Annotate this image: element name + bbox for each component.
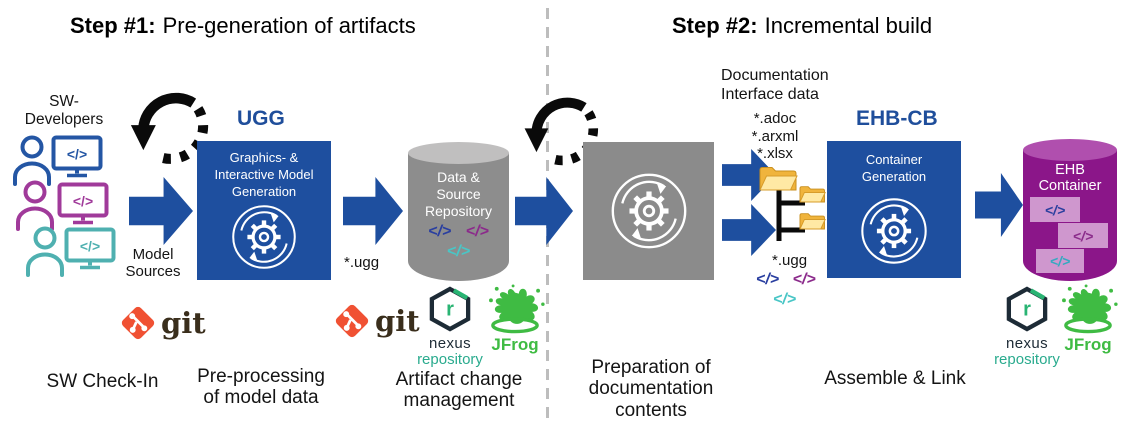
step1-title: Step #1:Pre-generation of artifacts: [70, 13, 416, 39]
container-code-chip-2: </>: [1058, 223, 1108, 248]
nexus-repository-logo: r nexus repository: [986, 286, 1068, 369]
jfrog-splash-icon: [489, 284, 545, 334]
step1-title-text: Pre-generation of artifacts: [162, 13, 416, 38]
developer-person-magenta-icon: [16, 180, 54, 231]
git-logo: git: [119, 304, 206, 342]
git-wordmark: git: [375, 303, 420, 338]
repo-code-symbols-row1: </> </>: [428, 223, 489, 240]
doc-interface-label: Documentation Interface data: [721, 67, 829, 104]
step2-title: Step #2:Incremental build: [672, 13, 932, 39]
flow-arrow-3: [515, 177, 573, 245]
step2-title-text: Incremental build: [764, 13, 933, 38]
svg-text:</>: </>: [80, 238, 100, 254]
nexus-hexagon-icon: r: [1006, 286, 1048, 332]
ehb-container-cylinder: EHB Container </> </> </>: [1023, 139, 1117, 281]
code-monitor-blue-icon: </>: [51, 135, 103, 178]
git-logo: git: [333, 302, 420, 340]
ehb-cb-title: EHB-CB: [856, 107, 938, 130]
caption-assemble-link: Assemble & Link: [824, 368, 966, 389]
automation-gear-icon: [611, 173, 686, 249]
doc-preparation-box: [583, 142, 714, 280]
file-extensions-list: *.adoc *.arxml *.xlsx: [751, 110, 799, 163]
svg-text:</>: </>: [73, 193, 93, 209]
folder-tree-icon: [759, 167, 826, 241]
git-wordmark: git: [161, 305, 206, 340]
git-icon: [121, 306, 155, 340]
output-code-symbols-row1: </> </>: [756, 271, 816, 288]
jfrog-logo: JFrog: [1054, 284, 1122, 353]
caption-artifact-change: Artifact change management: [395, 369, 523, 412]
ehb-cb-box: Container Generation: [827, 141, 961, 278]
model-sources-label: Model Sources: [125, 246, 181, 281]
repo-code-symbols-row2: </>: [446, 243, 471, 260]
nexus-repository-logo: r nexus repository: [409, 286, 491, 369]
iteration-loop-arrow-icon: [130, 92, 209, 164]
ugg-box: Graphics- & Interactive Model Generation: [197, 141, 331, 280]
caption-sw-checkin: SW Check-In: [46, 371, 159, 392]
automation-gear-icon: [861, 198, 927, 264]
step1-title-label: Step #1:: [70, 13, 156, 38]
step2-title-label: Step #2:: [672, 13, 758, 38]
svg-text:</>: </>: [67, 146, 87, 162]
caption-preparation: Preparation of documentation contents: [588, 357, 714, 421]
ugg-file-ext-label: *.ugg: [772, 252, 808, 269]
code-monitor-teal-icon: </>: [64, 227, 116, 270]
sw-developers-label: SW- Developers: [24, 93, 104, 128]
nexus-hexagon-icon: r: [429, 286, 471, 332]
flow-arrow-2: [343, 177, 403, 245]
svg-text:r: r: [446, 299, 454, 321]
caption-preprocessing: Pre-processing of model data: [197, 366, 325, 409]
developer-person-blue-icon: [13, 135, 51, 186]
jfrog-splash-icon: [1062, 284, 1118, 334]
developer-person-teal-icon: [26, 226, 64, 277]
data-source-repository-cylinder: Data & Source Repository </> </> </>: [408, 142, 509, 281]
container-code-chip-3: </>: [1036, 249, 1084, 273]
ugg-title: UGG: [237, 107, 285, 130]
flow-arrow-5: [975, 173, 1023, 237]
code-monitor-magenta-icon: </>: [57, 182, 109, 225]
flow-arrow-1: [129, 177, 193, 245]
container-code-chip-1: </>: [1030, 197, 1080, 222]
output-code-symbols-row2: </>: [773, 291, 797, 308]
automation-gear-icon: [232, 205, 296, 269]
svg-text:r: r: [1023, 299, 1031, 321]
git-icon: [335, 304, 369, 338]
ugg-file-ext-label: *.ugg: [344, 254, 380, 271]
jfrog-logo: JFrog: [481, 284, 549, 353]
